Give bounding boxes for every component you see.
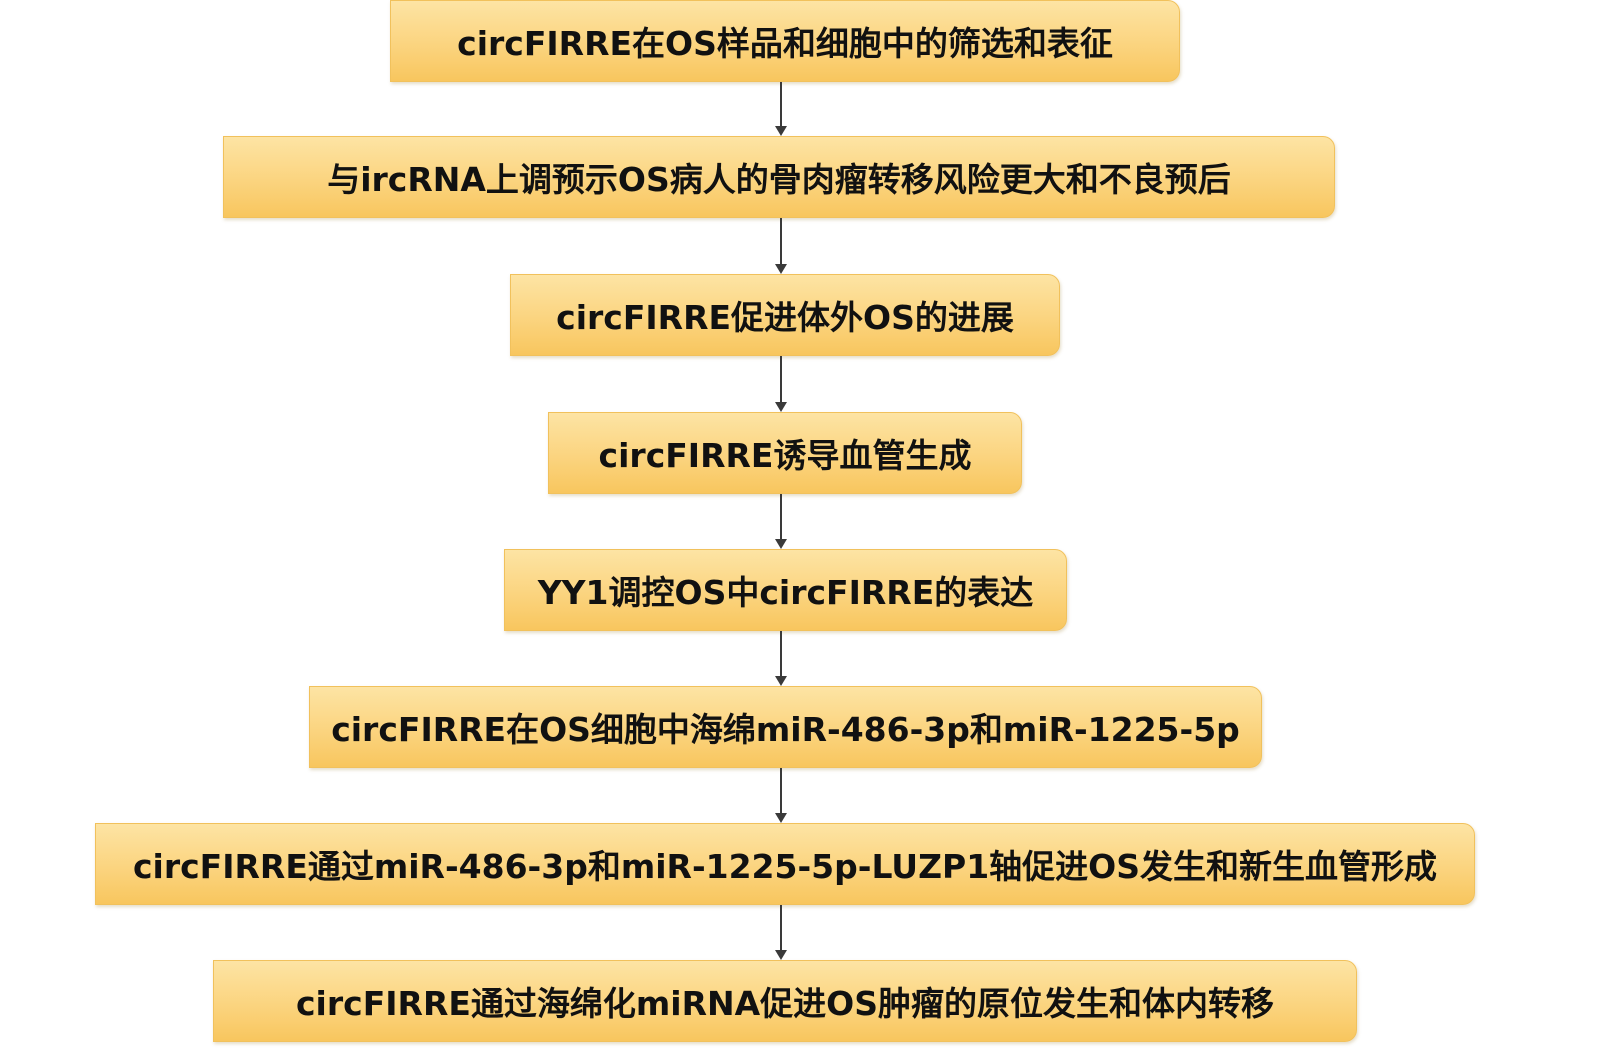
connector-6-7 <box>780 768 782 813</box>
arrowhead-5-6 <box>775 676 787 686</box>
flow-step-1: circFIRRE在OS样品和细胞中的筛选和表征 <box>390 0 1180 82</box>
connector-5-6 <box>780 631 782 676</box>
flow-step-5-label: YY1调控OS中circFIRRE的表达 <box>537 573 1034 612</box>
flow-step-3-label: circFIRRE促进体外OS的进展 <box>556 298 1014 337</box>
flow-step-2-label: 与ircRNA上调预示OS病人的骨肉瘤转移风险更大和不良预后 <box>327 160 1231 199</box>
flow-step-1-label: circFIRRE在OS样品和细胞中的筛选和表征 <box>457 24 1113 63</box>
flow-step-7: circFIRRE通过miR-486-3p和miR-1225-5p-LUZP1轴… <box>95 823 1475 905</box>
flow-step-6-label: circFIRRE在OS细胞中海绵miR-486-3p和miR-1225-5p <box>331 710 1240 749</box>
connector-7-8 <box>780 905 782 950</box>
flow-step-2: 与ircRNA上调预示OS病人的骨肉瘤转移风险更大和不良预后 <box>223 136 1335 218</box>
flow-step-8: circFIRRE通过海绵化miRNA促进OS肿瘤的原位发生和体内转移 <box>213 960 1357 1042</box>
flow-step-3: circFIRRE促进体外OS的进展 <box>510 274 1060 356</box>
arrowhead-2-3 <box>775 264 787 274</box>
flow-step-4-label: circFIRRE诱导血管生成 <box>598 436 972 475</box>
connector-1-2 <box>780 82 782 126</box>
connector-4-5 <box>780 494 782 539</box>
arrowhead-4-5 <box>775 539 787 549</box>
connector-3-4 <box>780 356 782 402</box>
arrowhead-3-4 <box>775 402 787 412</box>
flow-step-8-label: circFIRRE通过海绵化miRNA促进OS肿瘤的原位发生和体内转移 <box>296 984 1274 1023</box>
flow-step-7-label: circFIRRE通过miR-486-3p和miR-1225-5p-LUZP1轴… <box>132 847 1438 886</box>
flow-step-6: circFIRRE在OS细胞中海绵miR-486-3p和miR-1225-5p <box>309 686 1262 768</box>
arrowhead-6-7 <box>775 813 787 823</box>
flow-step-5: YY1调控OS中circFIRRE的表达 <box>504 549 1067 631</box>
arrowhead-7-8 <box>775 950 787 960</box>
arrowhead-1-2 <box>775 126 787 136</box>
connector-2-3 <box>780 218 782 264</box>
flow-step-4: circFIRRE诱导血管生成 <box>548 412 1022 494</box>
